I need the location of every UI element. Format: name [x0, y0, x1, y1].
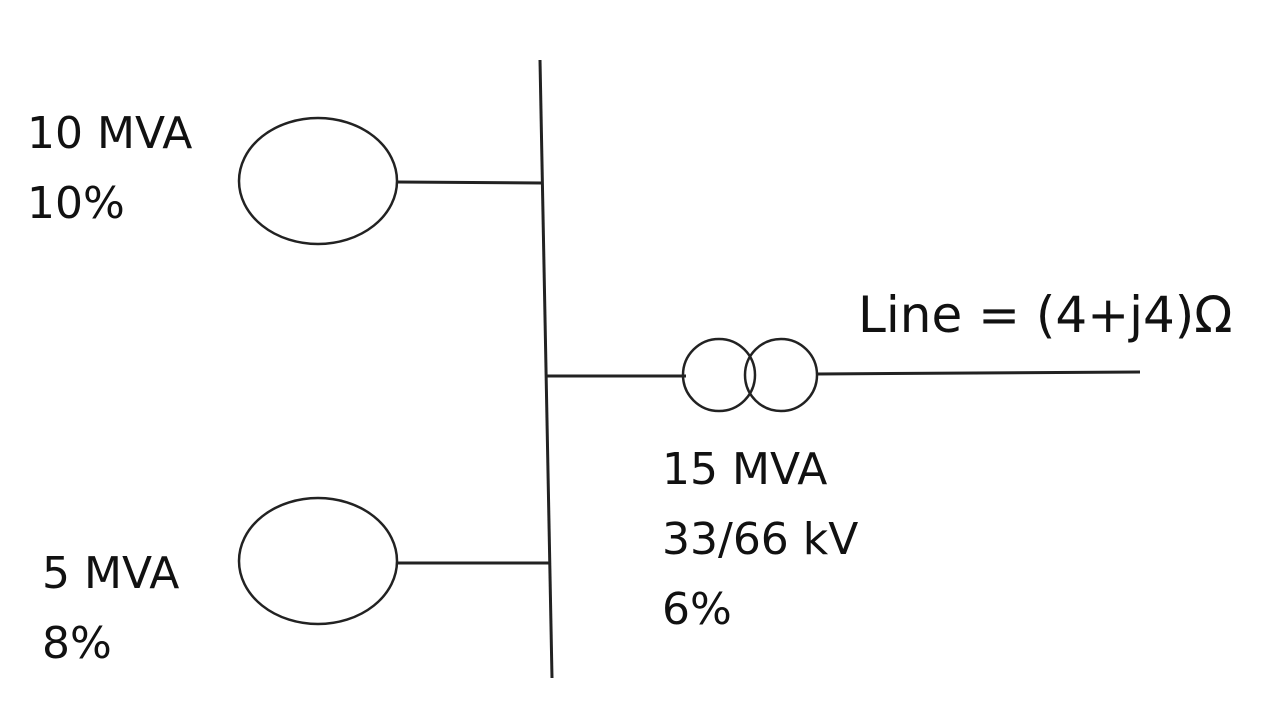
transmission-line-wire	[816, 370, 1141, 376]
transformer-rating: 15 MVA	[662, 444, 827, 495]
line-impedance-label: Line = (4+j4)Ω	[858, 286, 1233, 344]
generator-1-symbol	[237, 116, 399, 246]
generator-1-rating: 10 MVA	[27, 108, 192, 159]
generator-2-rating: 5 MVA	[42, 548, 179, 599]
generator-1: 10 MVA 10%	[27, 108, 543, 246]
busbar	[538, 59, 554, 679]
generator-2-reactance: 8%	[42, 618, 112, 669]
generator-1-reactance: 10%	[27, 178, 125, 229]
transformer-primary-winding	[681, 337, 757, 413]
generator-2-symbol	[237, 496, 399, 626]
transmission-line: Line = (4+j4)Ω	[816, 286, 1233, 376]
transformer-secondary-winding	[743, 337, 819, 413]
transformer-voltage: 33/66 kV	[662, 514, 858, 565]
generator-2: 5 MVA 8%	[42, 496, 551, 669]
generator-1-connection	[396, 180, 543, 185]
transformer-reactance: 6%	[662, 584, 732, 635]
transformer: 15 MVA 33/66 kV 6%	[545, 337, 858, 635]
